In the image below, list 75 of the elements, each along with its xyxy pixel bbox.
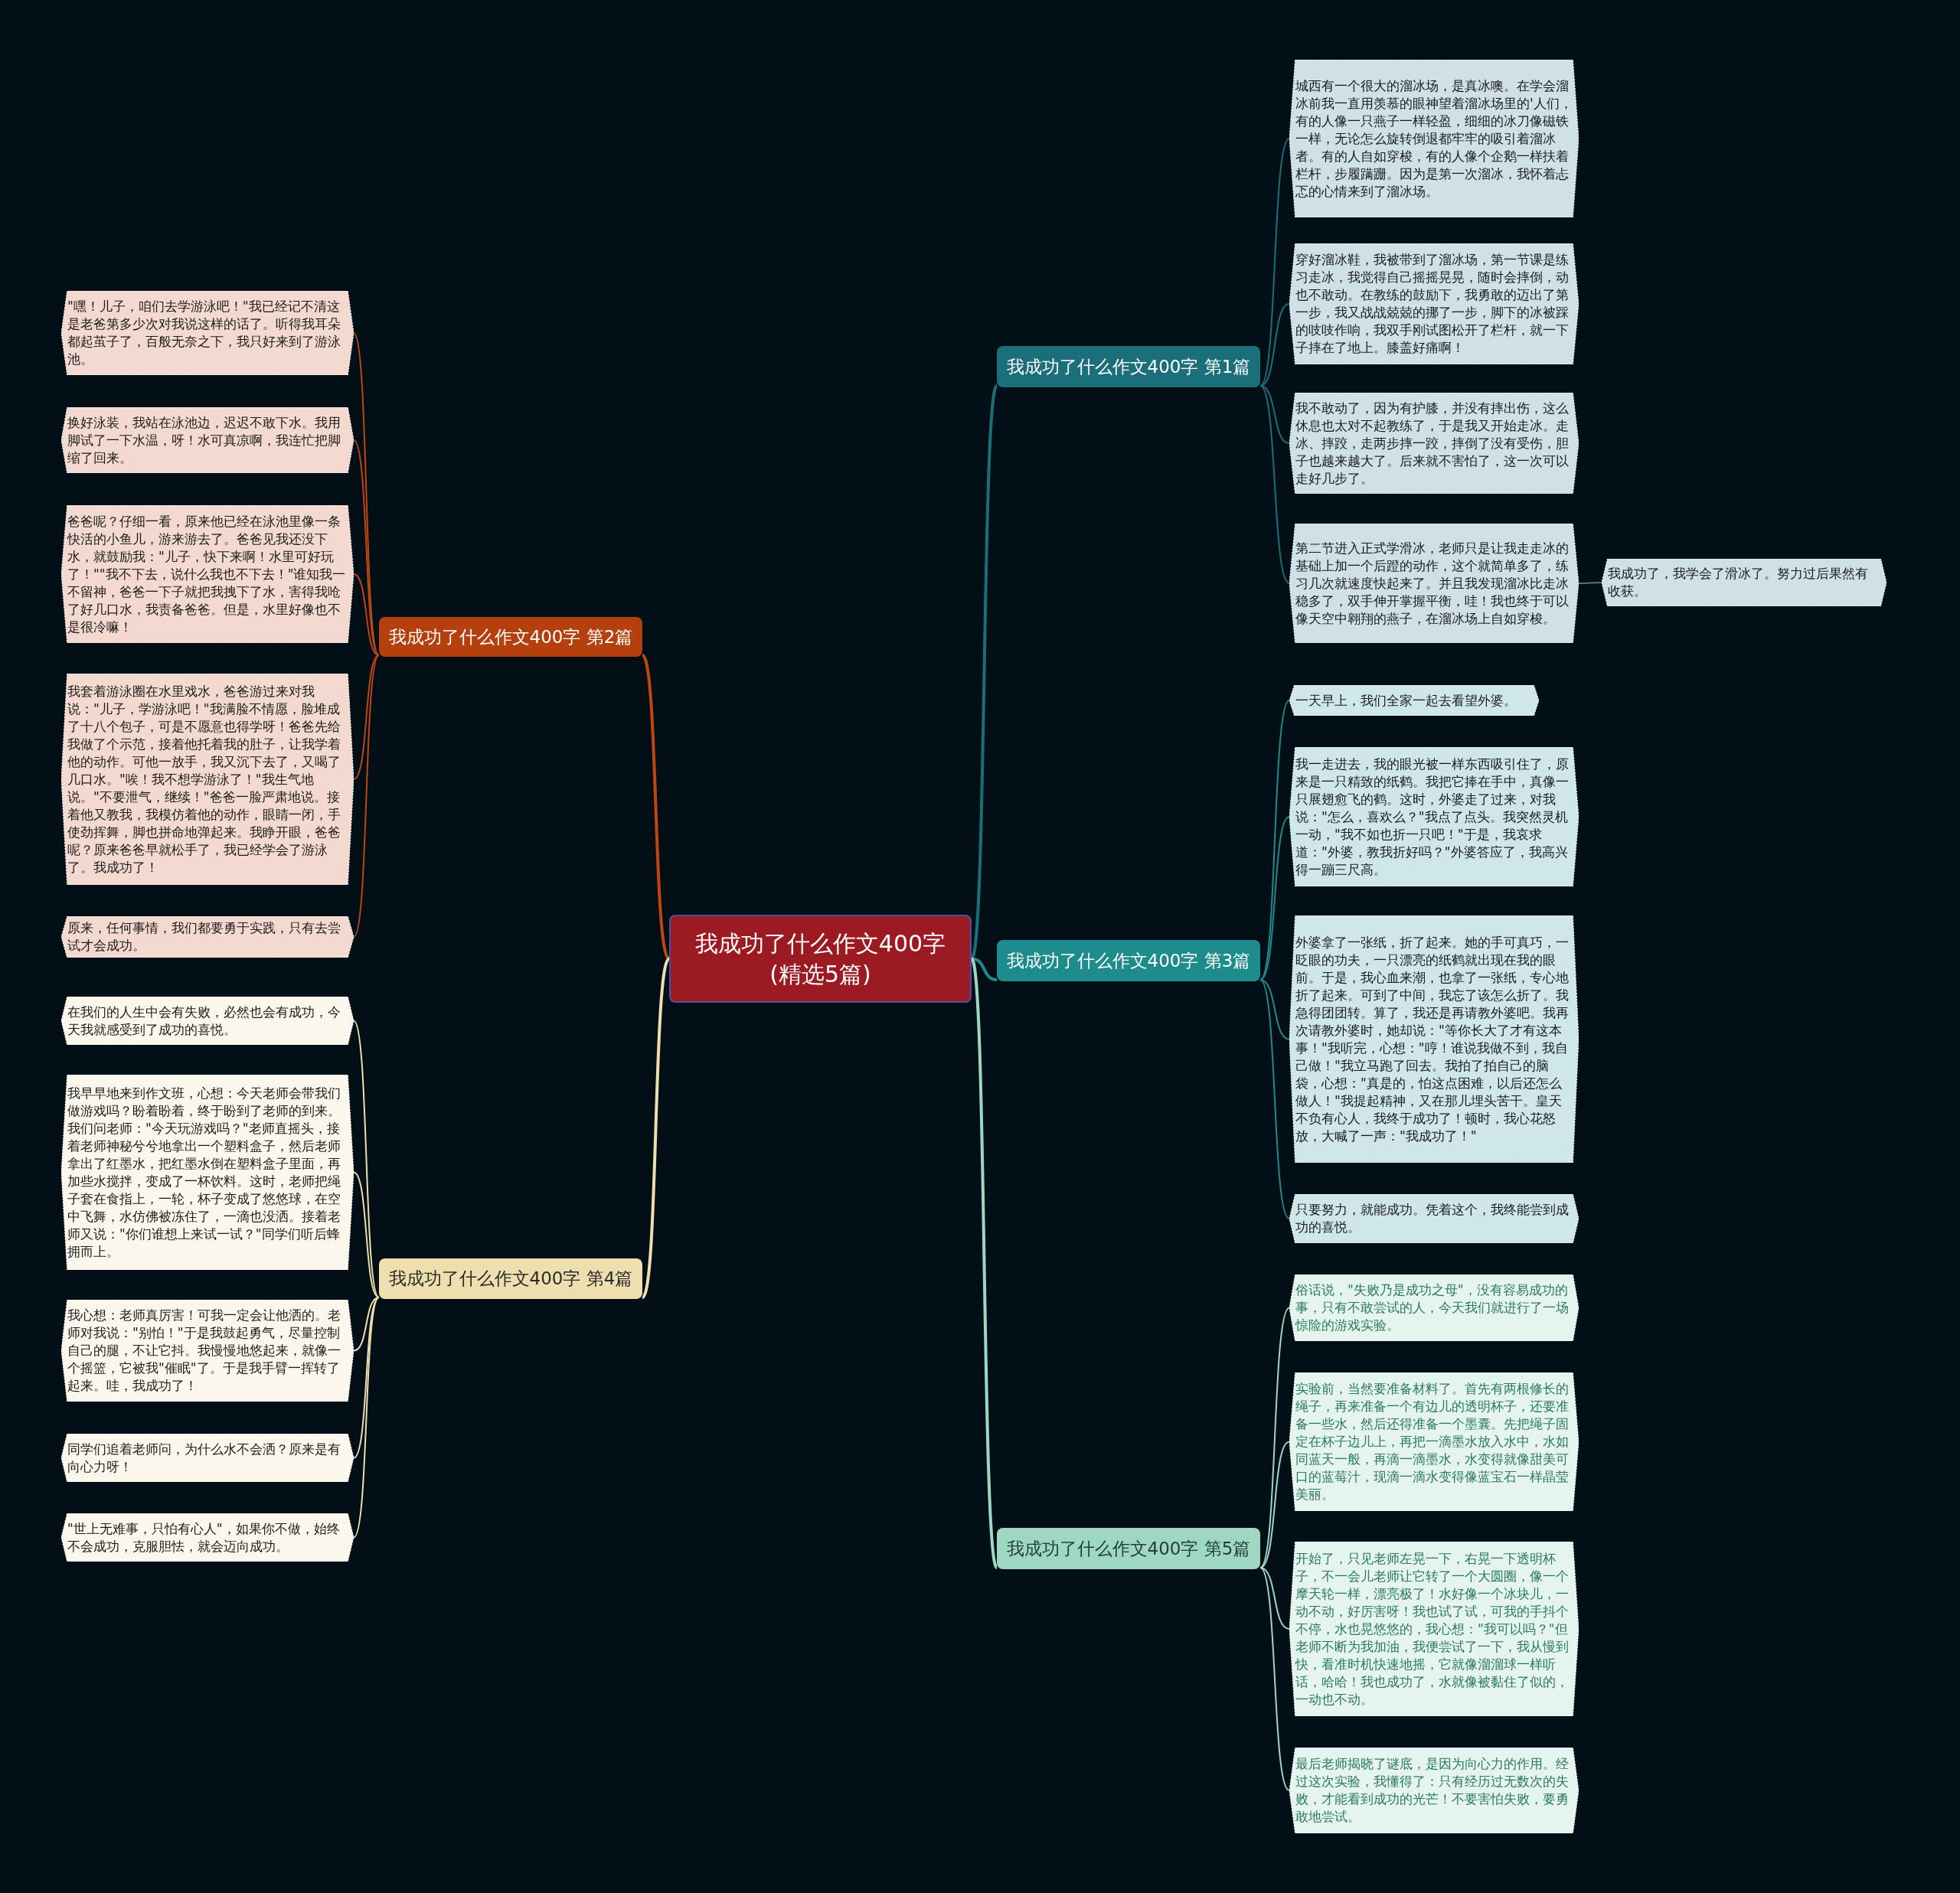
root-topic-box: 我成功了什么作文400字(精选5篇) xyxy=(669,915,972,1003)
connector-line xyxy=(353,1297,380,1459)
connector-line xyxy=(970,958,998,1568)
text-card xyxy=(61,1300,354,1402)
card-text: 实验前，当然要准备材料了。首先有两根修长的绳子，再来准备一个有边儿的透明杯子，还要准备一些水，然后还得准备一个墨囊。先把绳子固定在杯子边儿上，再把一滴墨水放入水中，水如同蓝天一般，再滴一滴墨水，水变得就像甜美可口的蓝莓汁，现滴一滴水变得像蓝宝石一样晶莹美丽。 xyxy=(1295,1380,1570,1503)
connector-line xyxy=(1259,1307,1290,1568)
connector-line xyxy=(1259,979,1290,1219)
connector-line xyxy=(353,439,380,656)
text-card xyxy=(1602,559,1886,606)
text-card xyxy=(1289,60,1579,217)
card-text: 我心想：老师真厉害！可我一定会让他洒的。老师对我说："别怕！"于是我鼓起勇气，尽量控制自己的腿，不让它抖。我慢慢地悠起来，就像一个摇篮，它被我"催眠"了。于是我手臂一挥转了起来。哇，我成功了！ xyxy=(67,1307,341,1395)
branch-topic-box: 我成功了什么作文400字 第2篇 xyxy=(379,617,642,657)
card-text: 在我们的人生中会有失败，必然也会有成功，今天我就感受到了成功的喜悦。 xyxy=(67,1003,341,1039)
card-text: 我套着游泳圈在水里戏水，爸爸游过来对我说："儿子，学游泳吧！"我满脸不情愿，脸堆成了十八个包子，可是不愿意也得学呀！爸爸先给我做了个示范，接着他托着我的肚子，让我学着他的动作。可他一放手，我又沉下去了，又喝了几口水。"唉！我不想学游泳了！"我生气地说。"不要泄气，继续！"爸爸一脸严肃地说。接着他又教我，我模仿着他的动作，眼睛一闭，手使劲挥舞，脚也拼命地弹起来。我睁开眼，爸爸呢？原来爸爸早就松手了，我已经学会了游泳了。我成功了！ xyxy=(67,682,341,876)
card-text: 我一走进去，我的眼光被一样东西吸引住了，原来是一只精致的纸鹤。我把它捧在手中，真像一只展翅愈飞的鹤。这时，外婆走了过来，对我说："怎么，喜欢么？"我点了点头。我突然灵机一动，"我不如也折一只吧！"于是，我哀求道："外婆，教我折好吗？"外婆答应了，我高兴得一蹦三尺高。 xyxy=(1295,755,1570,879)
card-text: 只要努力，就能成功。凭着这个，我终能尝到成功的喜悦。 xyxy=(1295,1201,1570,1236)
card-text: 一天早上，我们全家一起去看望外婆。 xyxy=(1295,691,1517,710)
connector-line xyxy=(1578,582,1602,584)
branch-topic-box: 我成功了什么作文400字 第5篇 xyxy=(997,1528,1260,1569)
connector-line xyxy=(1259,979,1290,1040)
card-text: 第二节进入正式学滑冰，老师只是让我走走冰的基础上加一个后蹬的动作，这个就简单多了，练习几次就速度快起来了。并且我发现溜冰比走冰稳多了，双手伸开掌握平衡，哇！我也终于可以像天空中翱翔的燕子，在溜冰场上自如穿梭。 xyxy=(1295,539,1570,628)
connector-line xyxy=(353,654,380,938)
text-card xyxy=(1289,524,1579,643)
connector-line xyxy=(1259,1567,1290,1630)
card-text: 爸爸呢？仔细一看，原来他已经在泳池里像一条快活的小鱼儿，游来游去了。爸爸见我还没下水，就鼓励我："儿子，快下来啊！水里可好玩了！""我不下去，说什么我也不下去！"谁知我一不留神，爸爸一下子就把我拽下了水，害得我呛了好几口水，我责备爸爸。但是，水里好像也不是很冷嘛！ xyxy=(67,512,347,636)
text-card xyxy=(1289,243,1579,364)
connector-line xyxy=(353,1297,380,1539)
card-text: 外婆拿了一张纸，折了起来。她的手可真巧，一眨眼的功夫，一只漂亮的纸鹤就出现在我的眼前。于是，我心血来潮，也拿了一张纸，专心地折了起来。可到了中间，我忘了该怎么折了。我急得团团转。算了，我还是再请教外婆吧。我再次请教外婆时，她却说："等你长大了才有这本事！"我听完，心想："哼！谁说我做不到，我自己做！"我立马跑了回去。我拍了拍自己的脑袋，心想："真是的，怕这点困难，以后还怎么做人！"我提起精神，又在那儿埋头苦干。皇天不负有心人，我终于成功了！顿时，我心花怒放，大喊了一声："我成功了！" xyxy=(1295,933,1570,1145)
card-text: 换好泳装，我站在泳池边，迟迟不敢下水。我用脚试了一下水温，呀！水可真凉啊，我连忙把脚缩了回来。 xyxy=(67,413,341,467)
card-text: 城西有一个很大的溜冰场，是真冰噢。在学会溜冰前我一直用羡慕的眼神望着溜冰场里的'人们，有的人像一只燕子一样轻盈，细细的冰刀像磁铁一样，无论怎么旋转倒退都牢牢的吸引着溜冰者。有的人自如穿梭，有的人像个企鹅一样扶着栏杆，步履蹒跚。因为是第一次溜冰，我怀着忐忑的心情来到了溜冰场。 xyxy=(1295,77,1573,201)
connector-line xyxy=(1259,816,1290,981)
text-card xyxy=(61,1434,354,1482)
text-card xyxy=(1289,1748,1579,1833)
connector-line xyxy=(641,654,671,960)
card-text: 我成功了，我学会了滑冰了。努力过后果然有收获。 xyxy=(1608,565,1869,600)
text-card xyxy=(1289,1372,1579,1511)
card-text: 同学们追着老师问，为什么水不会洒？原来是有向心力呀！ xyxy=(67,1440,341,1476)
connector-line xyxy=(1259,700,1290,981)
text-card xyxy=(61,1513,354,1562)
text-card xyxy=(1289,393,1579,494)
branch-topic-box: 我成功了什么作文400字 第3篇 xyxy=(997,940,1260,981)
connector-line xyxy=(1259,303,1290,387)
connector-line xyxy=(1259,138,1290,387)
card-text: 最后老师揭晓了谜底，是因为向心力的作用。经过这次实验，我懂得了：只有经历过无数次的失败，才能看到成功的光芒！不要害怕失败，要勇敢地尝试。 xyxy=(1295,1755,1570,1826)
connector-line xyxy=(353,573,380,656)
branch-topic-box: 我成功了什么作文400字 第1篇 xyxy=(997,346,1260,387)
card-text: 我早早地来到作文班，心想：今天老师会带我们做游戏吗？盼着盼着，终于盼到了老师的到来。我们问老师："今天玩游戏吗？"老师直摇头，接着老师神秘兮兮地拿出一个塑料盒子，然后老师拿出了红墨水，把红墨水倒在塑料盒子里面，再加些水搅拌，变成了一杯饮料。这时，老师把绳子套在食指上，一轮，杯子变成了悠悠球，在空中飞舞，水仿佛被冻住了，一滴也没洒。接着老师又说："你们谁想上来试一试？"同学们听后蜂拥而上。 xyxy=(67,1084,341,1261)
card-text: "嘿！儿子，咱们去学游泳吧！"我已经记不清这是老爸第多少次对我说这样的话了。听得我耳朵都起茧子了，百般无奈之下，我只好来到了游泳池。 xyxy=(67,298,341,368)
card-text: 原来，任何事情，我们都要勇于实践，只有去尝试才会成功。 xyxy=(67,919,341,955)
connector-line xyxy=(1259,1441,1290,1568)
connector-line xyxy=(1259,385,1290,444)
connector-line xyxy=(353,654,380,780)
connector-line xyxy=(353,1020,380,1298)
connector-line xyxy=(1259,385,1290,584)
card-text: "世上无难事，只怕有心人"，如果你不做，始终不会成功，克服胆怯，就会迈向成功。 xyxy=(67,1519,341,1555)
text-card xyxy=(61,291,354,375)
text-card xyxy=(61,997,354,1045)
text-card xyxy=(1289,1194,1579,1243)
text-card xyxy=(1289,685,1539,716)
card-text: 俗话说，"失败乃是成功之母"，没有容易成功的事，只有不敢尝试的人，今天我们就进行了一场惊险的游戏实验。 xyxy=(1295,1281,1570,1334)
branch-topic-box: 我成功了什么作文400字 第4篇 xyxy=(379,1258,642,1299)
connector-line xyxy=(353,1171,380,1298)
text-card xyxy=(1289,747,1579,886)
connector-line xyxy=(971,957,998,981)
connector-line xyxy=(1259,1567,1290,1791)
text-card xyxy=(61,1075,354,1270)
card-text: 我不敢动了，因为有护膝，并没有摔出伤，这么休息也太对不起教练了，于是我又开始走冰。走冰、摔跤，走两步摔一跤，摔倒了没有受伤，胆子也越来越大了。后来就不害怕了，这一次可以走好几步了。 xyxy=(1295,399,1570,488)
card-text: 穿好溜冰鞋，我被带到了溜冰场，第一节课是练习走冰，我觉得自己摇摇晃晃，随时会摔倒，动也不敢动。在教练的鼓励下，我勇敢的迈出了第一步，我又战战兢兢的挪了一步，脚下的冰被踩的吱吱作响，我双手刚试图松开了栏杆，就一下子摔在了地上。膝盖好痛啊！ xyxy=(1295,251,1570,357)
text-card xyxy=(61,916,354,958)
text-card xyxy=(1289,1275,1579,1341)
card-text: 开始了，只见老师左晃一下，右晃一下透明杯子，不一会儿老师让它转了一个大圆圈，像一个摩天轮一样，漂亮极了！水好像一个冰块儿，一动不动，好厉害呀！我也试了试，可我的手抖个不停，水也晃悠悠的，我心想："我可以吗？"但老师不断为我加油，我便尝试了一下，我从慢到快，看准时机快速地摇，它就像溜溜球一样听话，哈哈！我也成功了，水就像被黏住了似的，一动也不动。 xyxy=(1295,1549,1570,1709)
connector-line xyxy=(970,385,998,960)
text-card xyxy=(1289,915,1579,1163)
connector-line xyxy=(641,958,671,1298)
text-card xyxy=(61,407,354,473)
